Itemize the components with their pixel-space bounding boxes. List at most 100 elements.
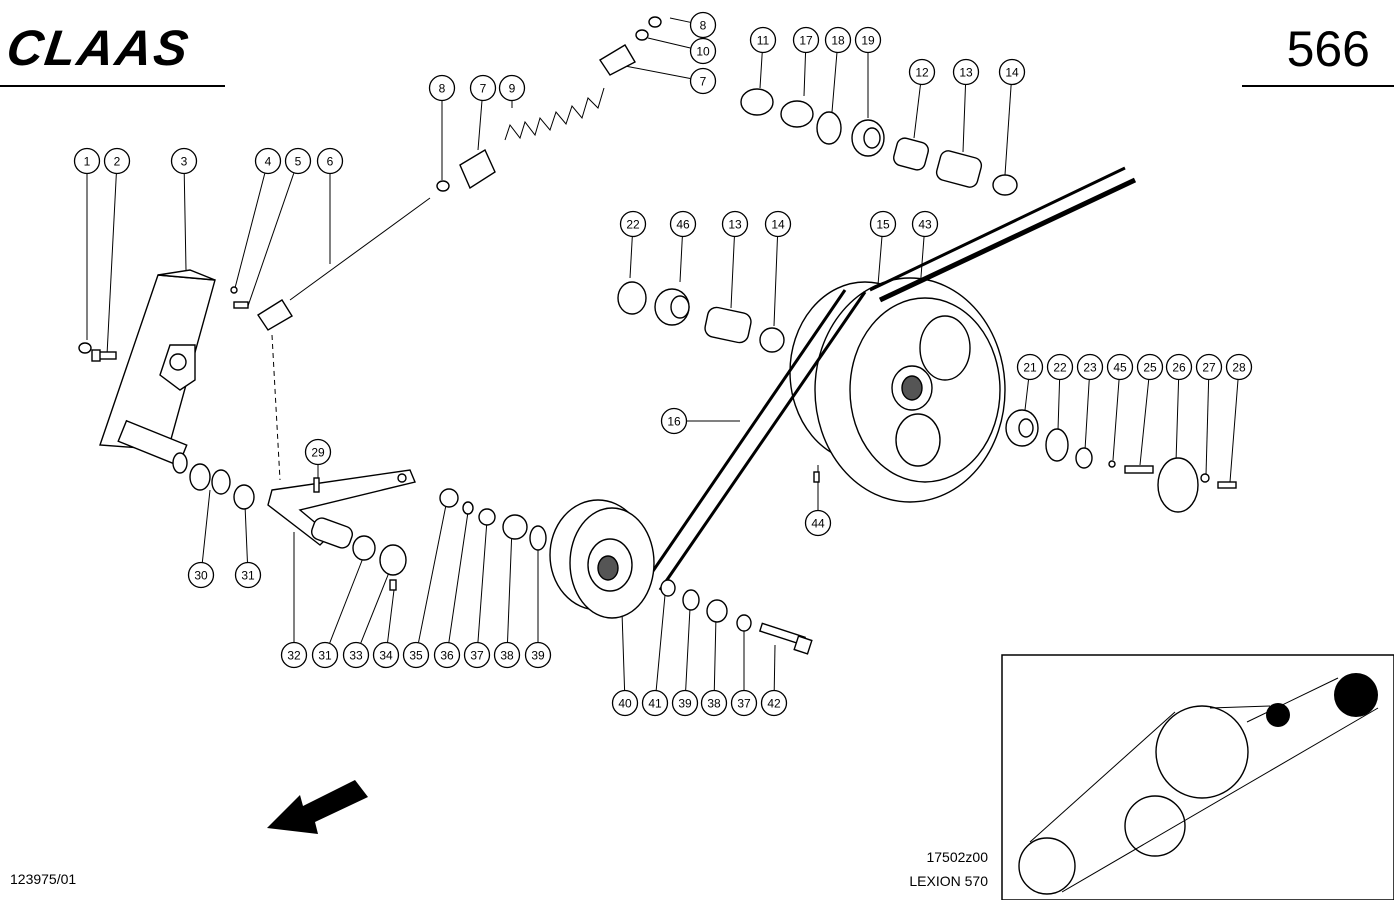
callout-circle (524, 641, 552, 669)
callout-27: 27 (1195, 353, 1223, 381)
callout-44: 44 (804, 509, 832, 537)
leader-line (877, 236, 883, 286)
brand-logo: CLAAS (3, 20, 193, 76)
washer-27 (1200, 473, 1210, 483)
circlip-18 (816, 111, 842, 145)
callout-39: 39 (524, 641, 552, 669)
callout-circle (641, 689, 669, 717)
callout-38: 38 (700, 689, 728, 717)
callout-33: 33 (342, 641, 370, 669)
callout-circle (1016, 353, 1044, 381)
callout-12: 12 (908, 58, 936, 86)
direction-arrow-icon (267, 780, 368, 834)
nut-8-lower (436, 180, 450, 192)
callout-circle (730, 689, 758, 717)
leader-line (477, 100, 483, 151)
callout-label: 15 (876, 218, 890, 232)
screw-28 (1217, 481, 1237, 489)
leader-line (1004, 84, 1012, 176)
seal-14 (992, 174, 1018, 196)
callout-39: 39 (671, 689, 699, 717)
callout-label: 8 (700, 19, 707, 33)
callout-45: 45 (1106, 353, 1134, 381)
cap-23 (1075, 447, 1093, 469)
callout-25: 25 (1136, 353, 1164, 381)
callout-16: 16 (660, 407, 688, 435)
seal-14-b (759, 327, 785, 353)
callout-circle (284, 147, 312, 175)
callout-1: 1 (73, 147, 101, 175)
callout-circle (73, 147, 101, 175)
nut-7-upper (599, 44, 636, 76)
nut-1 (78, 342, 92, 354)
callout-7: 7 (689, 67, 717, 95)
callout-label: 43 (918, 218, 932, 232)
callout-15: 15 (869, 210, 897, 238)
model-name: LEXION 570 (909, 873, 988, 889)
leader-line (803, 52, 807, 97)
callout-37: 37 (463, 641, 491, 669)
leader-line (773, 236, 778, 327)
callout-36: 36 (433, 641, 461, 669)
callout-circle (760, 689, 788, 717)
callout-circle (1136, 353, 1164, 381)
circlip-39-b (682, 589, 700, 611)
leader-line (1229, 379, 1239, 483)
callout-label: 31 (318, 649, 332, 663)
callout-label: 11 (757, 34, 770, 48)
callout-23: 23 (1076, 353, 1104, 381)
callout-label: 5 (295, 155, 302, 169)
callout-46: 46 (669, 210, 697, 238)
tension-lever-32 (267, 469, 416, 549)
callout-circle (952, 58, 980, 86)
callout-28: 28 (1225, 353, 1253, 381)
callout-circle (669, 210, 697, 238)
leader-line (730, 236, 735, 309)
callout-17: 17 (792, 26, 820, 54)
callout-label: 29 (311, 446, 325, 460)
leader-line (669, 17, 691, 23)
callout-circle (316, 147, 344, 175)
callout-14: 14 (764, 210, 792, 238)
callout-circle (1195, 353, 1223, 381)
leader-line (913, 84, 921, 139)
callout-6: 6 (316, 147, 344, 175)
callout-label: 41 (648, 697, 662, 711)
bearing-21 (1005, 409, 1039, 447)
callout-41: 41 (641, 689, 669, 717)
seal-11 (740, 88, 774, 116)
callout-label: 25 (1143, 361, 1157, 375)
callout-label: 22 (1053, 361, 1067, 375)
bush-31-b (352, 535, 376, 561)
callout-label: 3 (181, 155, 188, 169)
callout-circle (103, 147, 131, 175)
callout-circle (1165, 353, 1193, 381)
callout-label: 14 (1005, 66, 1019, 80)
callout-29: 29 (304, 438, 332, 466)
cover-26 (1157, 457, 1199, 513)
callout-2: 2 (103, 147, 131, 175)
callout-3: 3 (170, 147, 198, 175)
nut-8-upper (648, 16, 662, 28)
bearing-19 (851, 119, 885, 157)
leader-line (773, 644, 776, 691)
callout-circle (1076, 353, 1104, 381)
callout-label: 17 (799, 34, 813, 48)
callout-22: 22 (619, 210, 647, 238)
seal-37-b (736, 614, 752, 632)
callout-label: 14 (771, 218, 785, 232)
bush-31 (233, 484, 255, 510)
leader-line (1112, 379, 1120, 461)
main-pulley (789, 277, 1006, 503)
callout-circle (493, 641, 521, 669)
split-pin-4 (230, 286, 238, 294)
callout-13: 13 (952, 58, 980, 86)
callout-label: 8 (439, 82, 446, 96)
callout-circle (342, 641, 370, 669)
callout-circle (689, 11, 717, 39)
callout-label: 36 (440, 649, 454, 663)
callout-26: 26 (1165, 353, 1193, 381)
callout-31: 31 (311, 641, 339, 669)
bearing-38 (502, 514, 528, 540)
